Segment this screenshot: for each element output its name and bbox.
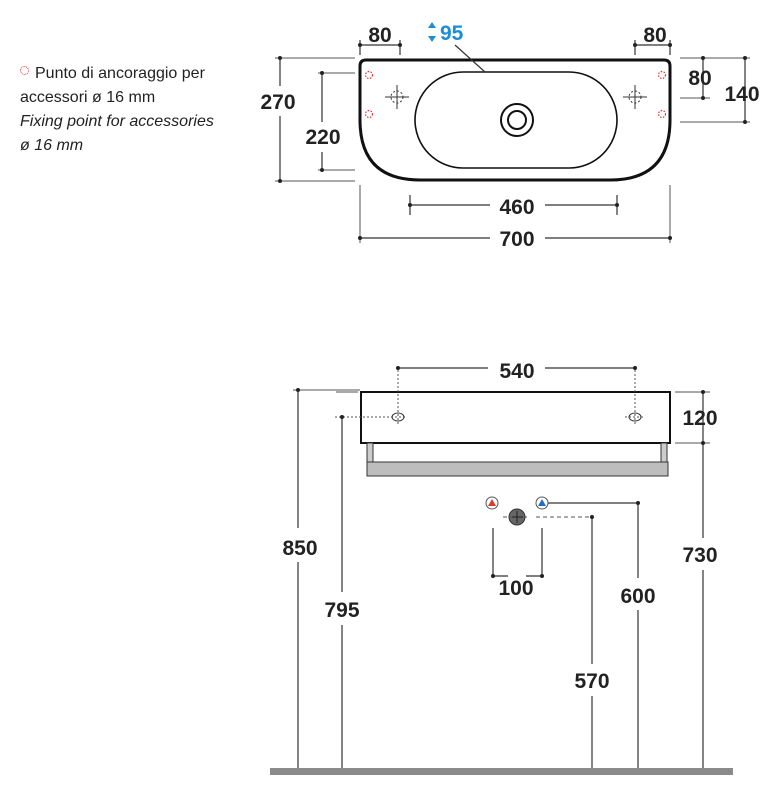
dim-95-depth: 95 xyxy=(440,22,464,45)
top-dimension-lines xyxy=(275,40,750,243)
dim-570: 570 xyxy=(574,670,609,693)
drain-icon xyxy=(500,103,534,137)
legend-line-en-2: ø 16 mm xyxy=(20,137,84,154)
towel-bar-leg-right xyxy=(660,442,668,463)
dim-270: 270 xyxy=(260,91,295,114)
dim-700: 700 xyxy=(499,228,534,251)
dim-140: 140 xyxy=(724,83,759,106)
anchor-point-icon xyxy=(364,70,374,80)
anchor-point-icon xyxy=(364,109,374,119)
dim-540: 540 xyxy=(499,360,534,383)
legend-line-en-1: Fixing point for accessories xyxy=(20,113,214,130)
dim-80-left: 80 xyxy=(368,24,391,47)
tap-hole-right-icon xyxy=(623,85,647,109)
anchor-point-icon xyxy=(20,66,29,75)
anchor-point-icon xyxy=(657,70,667,80)
dim-850: 850 xyxy=(282,537,317,560)
legend-line-it-2: accessori ø 16 mm xyxy=(20,89,156,106)
height-arrow-icon xyxy=(428,22,436,42)
dim-100: 100 xyxy=(498,577,533,600)
dim-120: 120 xyxy=(682,407,717,430)
dim-460: 460 xyxy=(499,196,534,219)
front-view: 540 120 730 850 795 100 600 570 xyxy=(270,360,733,775)
dim-795: 795 xyxy=(324,599,359,622)
hot-water-icon xyxy=(485,496,499,510)
legend: Punto di ancoraggio per accessori ø 16 m… xyxy=(20,62,235,158)
anchor-points xyxy=(364,70,667,119)
basin-bowl xyxy=(414,71,618,169)
basin-front xyxy=(360,391,671,444)
anchor-point-icon xyxy=(657,109,667,119)
cold-water-icon xyxy=(535,496,549,510)
drain-inner xyxy=(507,110,527,130)
dim-80-right: 80 xyxy=(643,24,666,47)
front-dimension-lines xyxy=(293,366,710,770)
legend-line-it-1: Punto di ancoraggio per xyxy=(35,65,205,82)
dim-220: 220 xyxy=(305,126,340,149)
dim-600: 600 xyxy=(620,585,655,608)
dim-80-side: 80 xyxy=(688,67,711,90)
dim-730: 730 xyxy=(682,544,717,567)
basin-outline xyxy=(358,58,672,182)
towel-bar xyxy=(366,461,669,477)
top-view: 80 95 80 80 140 270 220 460 700 xyxy=(260,22,760,251)
tap-hole-left-icon xyxy=(385,85,409,109)
towel-bar-leg-left xyxy=(366,442,374,463)
floor-line xyxy=(270,768,733,775)
